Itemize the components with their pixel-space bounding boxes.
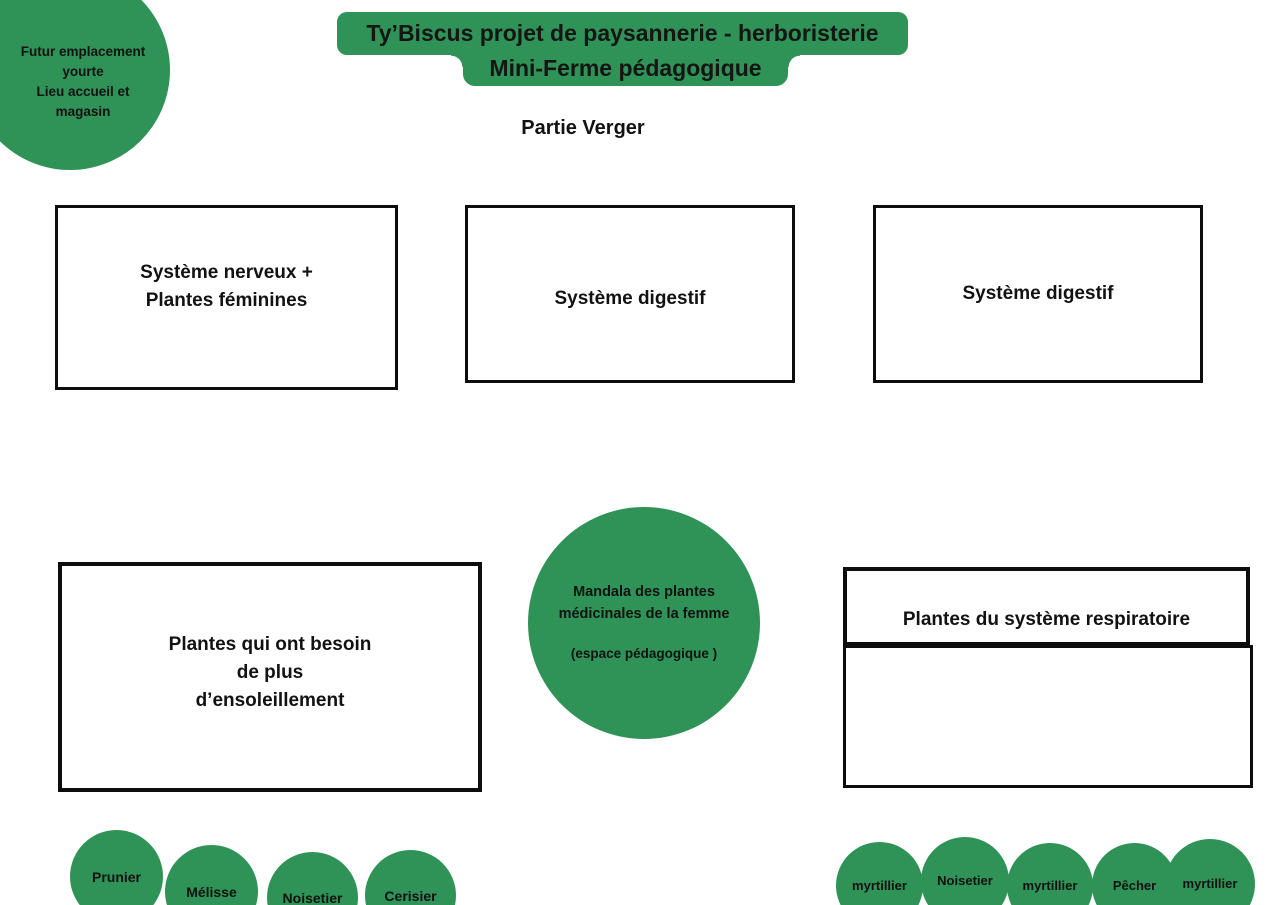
zone-label: Plantes du système respiratoire	[902, 608, 1191, 630]
zone-digestive-right-box[interactable]: Système digestif	[873, 205, 1203, 383]
zone-label-line: Plantes qui ont besoin	[168, 634, 372, 655]
section-title: Partie Verger	[521, 116, 645, 139]
tree-label: Noisetier	[937, 873, 993, 888]
tree-label: myrtillier	[1182, 876, 1238, 891]
zone-label-line: Plantes féminines	[145, 290, 308, 311]
yurt-text-line: Lieu accueil et	[36, 84, 130, 99]
mandala-text-line: médicinales de la femme	[558, 606, 730, 622]
zone-label: Système digestif	[962, 283, 1114, 304]
zone-sunlight-box[interactable]: Plantes qui ont besoin de plus d’ensolei…	[58, 562, 482, 792]
mandala-text: Mandala des plantes médicinales de la fe…	[559, 581, 730, 665]
zone-nervous-feminine-box[interactable]: Système nerveux + Plantes féminines	[55, 205, 398, 390]
tree-label: myrtillier	[1022, 878, 1078, 893]
title-highlight-line1	[337, 12, 908, 55]
yurt-location-circle[interactable]: Futur emplacement yourte Lieu accueil et…	[0, 0, 170, 170]
tree-circle-myrtillier-3[interactable]: myrtillier	[1165, 839, 1255, 905]
mandala-note: (espace pédagogique )	[570, 646, 718, 661]
tree-label: Mélisse	[186, 883, 237, 900]
title-highlight-flare-right	[788, 55, 800, 67]
yurt-text-line: Futur emplacement	[20, 44, 146, 59]
tree-circle-noisetier-right[interactable]: Noisetier	[921, 837, 1009, 905]
tree-circle-myrtillier-2[interactable]: myrtillier	[1007, 843, 1093, 905]
main-title-line1: Ty’Biscus projet de paysannerie - herbor…	[366, 20, 879, 46]
zone-label-line: d’ensoleillement	[195, 690, 345, 711]
tree-label: myrtillier	[852, 877, 907, 893]
tree-label: Prunier	[91, 868, 141, 885]
tree-circle-prunier[interactable]: Prunier	[70, 830, 163, 905]
main-title-line2: Mini-Ferme pédagogique	[489, 54, 762, 81]
yurt-text-line: yourte	[62, 64, 104, 79]
yurt-text-line: magasin	[55, 104, 111, 119]
yurt-circle-text: Futur emplacement yourte Lieu accueil et…	[0, 18, 146, 122]
title-highlight-flare-left	[451, 55, 463, 67]
tree-circle-pecher[interactable]: Pêcher	[1092, 843, 1177, 905]
zone-digestive-center-box[interactable]: Système digestif	[465, 205, 795, 383]
tree-label: Cerisier	[384, 887, 437, 904]
zone-label-line: de plus	[236, 662, 304, 683]
tree-label: Noisetier	[282, 889, 343, 905]
tree-circle-melisse[interactable]: Mélisse	[165, 845, 258, 905]
zone-respiratory-header[interactable]: Plantes du système respiratoire	[843, 567, 1250, 646]
zone-respiratory-area[interactable]	[843, 645, 1253, 788]
tree-circle-cerisier[interactable]: Cerisier	[365, 850, 456, 905]
tree-circle-myrtillier-1[interactable]: myrtillier	[836, 842, 923, 905]
title-highlight-line2	[463, 55, 788, 86]
zone-label: Système digestif	[554, 288, 706, 309]
tree-circle-noisetier-left[interactable]: Noisetier	[267, 852, 358, 905]
tree-label: Pêcher	[1112, 877, 1157, 893]
mandala-circle[interactable]: Mandala des plantes médicinales de la fe…	[528, 507, 760, 739]
mandala-text-line: Mandala des plantes	[573, 584, 715, 600]
zone-label-line: Système nerveux +	[140, 262, 313, 283]
